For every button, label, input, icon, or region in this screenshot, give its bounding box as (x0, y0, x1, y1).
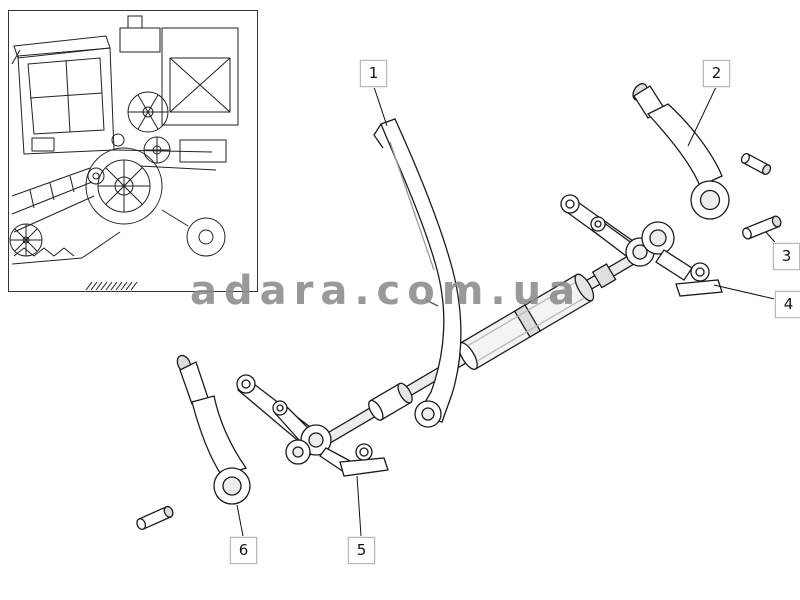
ground-hatch (85, 281, 138, 291)
rocker-shaft (296, 238, 663, 461)
stud-upper-right (740, 153, 772, 175)
lever-part-1 (373, 118, 462, 428)
left-bracket-part-5 (236, 374, 389, 477)
rocker-arm-part-6 (176, 354, 251, 505)
bracket-part-4 (641, 221, 723, 297)
pin-lower-left (136, 505, 174, 530)
inset-combine-drawing (8, 10, 258, 292)
callout-2: 2 (703, 60, 730, 87)
callout-3: 3 (773, 243, 800, 270)
main-shaft-assembly (136, 83, 782, 537)
rocker-arm-part-2 (632, 83, 772, 220)
callout-5: 5 (348, 537, 375, 564)
callout-1: 1 (360, 60, 387, 87)
pin-part-3 (742, 215, 782, 240)
callout-4: 4 (775, 291, 800, 318)
callout-6: 6 (230, 537, 257, 564)
shaft-arms-right (560, 194, 655, 267)
